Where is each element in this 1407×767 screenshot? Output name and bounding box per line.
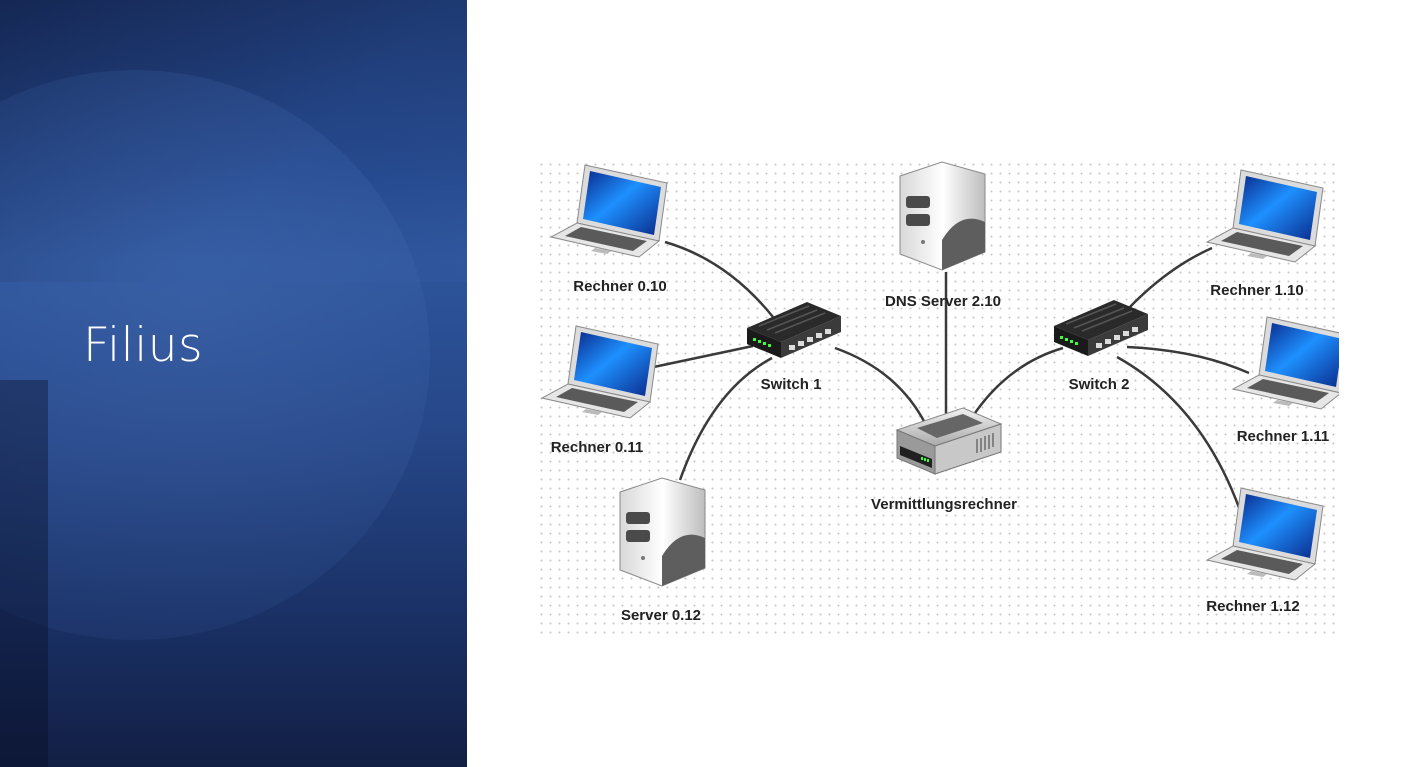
laptop-icon-rechner-1-11[interactable] <box>1232 316 1339 410</box>
link-rechner-0-11-switch-1 <box>648 344 754 370</box>
label-rechner-0-10: Rechner 0.10 <box>573 278 666 295</box>
network-diagram: Rechner 0.10 Rechner 0.11 Server 0.12 Sw… <box>537 160 1339 637</box>
link-vermittlungsrechner-switch-2 <box>967 346 1064 423</box>
link-switch-1-vermittlungsrechner <box>834 346 927 424</box>
switch-icon-switch-1[interactable] <box>746 301 842 359</box>
server-icon-dns-server[interactable] <box>899 161 986 271</box>
laptop-icon-rechner-1-12[interactable] <box>1206 487 1324 581</box>
title-panel: Filius <box>0 0 467 767</box>
link-server-0-12-switch-1 <box>678 356 773 481</box>
panel-upper-band <box>0 0 467 282</box>
label-dns-server: DNS Server 2.10 <box>885 293 1001 310</box>
label-server-0-12: Server 0.12 <box>621 607 701 624</box>
link-rechner-0-10-switch-1 <box>664 240 774 318</box>
link-switch-2-rechner-1-11 <box>1126 345 1250 375</box>
label-switch-2: Switch 2 <box>1069 376 1130 393</box>
router-icon-vermittlungsrechner[interactable] <box>896 407 1002 475</box>
label-switch-1: Switch 1 <box>761 376 822 393</box>
link-switch-2-rechner-1-10 <box>1126 246 1213 311</box>
label-rechner-1-10: Rechner 1.10 <box>1210 282 1303 299</box>
panel-decor-strip <box>0 380 48 767</box>
slide-title: Filius <box>83 318 204 373</box>
label-rechner-0-11: Rechner 0.11 <box>551 439 644 456</box>
connection-lines <box>648 240 1251 539</box>
label-vermittlungsrechner: Vermittlungsrechner <box>871 496 1017 513</box>
link-switch-2-rechner-1-12 <box>1116 355 1251 539</box>
laptop-icon-rechner-0-11[interactable] <box>541 325 659 419</box>
label-rechner-1-11: Rechner 1.11 <box>1237 428 1330 445</box>
server-icon-server-0-12[interactable] <box>619 477 706 587</box>
laptop-icon-rechner-1-10[interactable] <box>1206 169 1324 263</box>
laptop-icon-rechner-0-10[interactable] <box>550 164 668 258</box>
label-rechner-1-12: Rechner 1.12 <box>1206 598 1299 615</box>
